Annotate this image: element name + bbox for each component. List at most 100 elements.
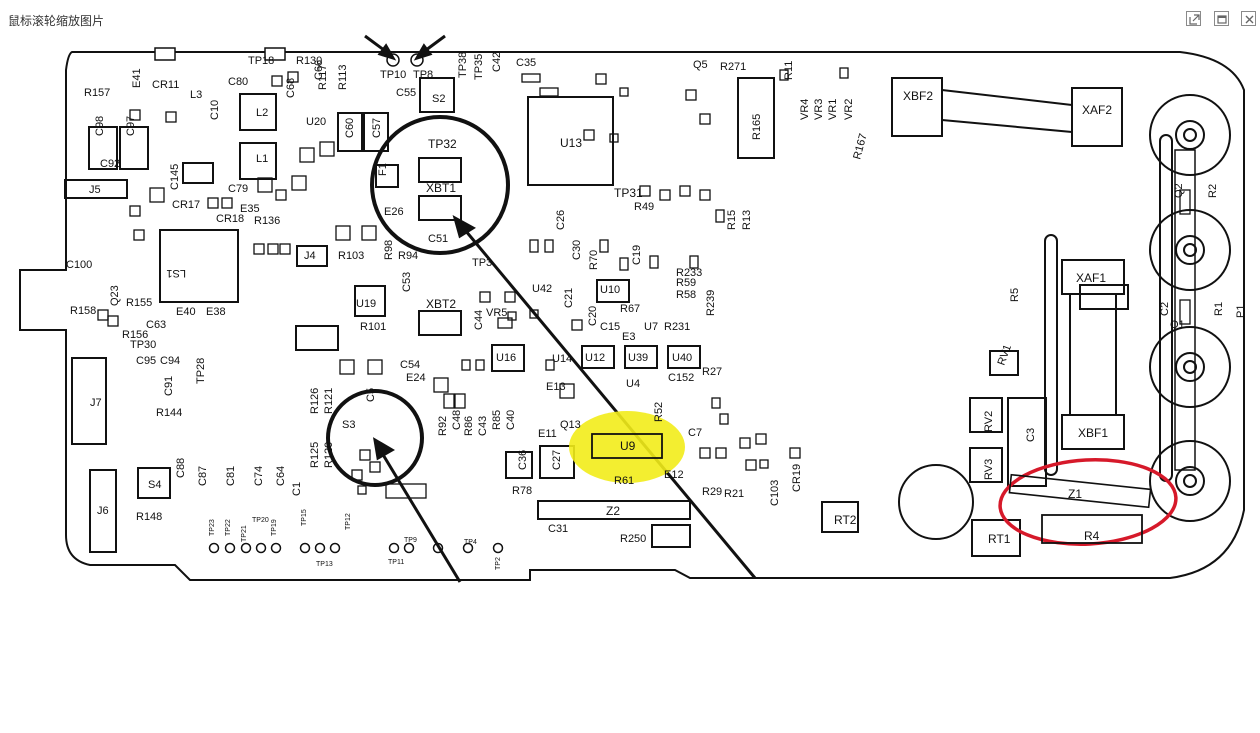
component-label-c43: C43	[477, 416, 489, 436]
smd-pad	[545, 359, 555, 371]
yellow-highlight	[569, 411, 685, 483]
component-label-u9: U9	[620, 439, 636, 453]
component-label-r5: R5	[1009, 288, 1021, 302]
component-label-rt2: RT2	[834, 513, 857, 527]
component-label-r86: R86	[463, 416, 475, 436]
component-label-r27: R27	[702, 366, 722, 378]
component-label-r98: R98	[383, 240, 395, 260]
component-label-tp20: TP20	[252, 517, 269, 524]
component-label-tp19: TP19	[271, 519, 278, 536]
component-label-c2: C2	[1159, 302, 1171, 316]
component-label-tp23: TP23	[209, 519, 216, 536]
component-label-u20: U20	[306, 116, 326, 128]
smd-pad	[479, 291, 491, 303]
smd-pad	[529, 239, 539, 253]
smd-pad	[385, 483, 427, 499]
annotation-arrows	[364, 34, 757, 583]
component-label-r126: R126	[309, 388, 321, 414]
component-label-c55: C55	[396, 87, 416, 99]
smd-pad	[149, 187, 165, 203]
component-label-u19: U19	[356, 298, 376, 310]
component-label-cr17: CR17	[172, 199, 200, 211]
smd-pad	[521, 73, 541, 83]
restore-button[interactable]	[1214, 11, 1229, 26]
component-label-s4: S4	[148, 479, 161, 491]
component-label-xbt2: XBT2	[426, 297, 456, 311]
smd-pad	[339, 359, 355, 375]
component-label-r125: R125	[309, 442, 321, 468]
component-label-e40: E40	[176, 306, 196, 318]
smd-pad	[433, 377, 449, 393]
component-label-u14: U14	[552, 353, 572, 365]
component-label-q13: Q13	[560, 419, 581, 431]
component-label-c48: C48	[451, 410, 463, 430]
smd-pad	[779, 69, 789, 81]
smd-pad	[699, 113, 711, 125]
component-label-r11: R11	[783, 61, 795, 80]
component-label-u16: U16	[496, 352, 516, 364]
component-label-e3: E3	[622, 331, 635, 343]
component-label-f1: F1	[377, 163, 389, 176]
component-label-vr2: VR2	[843, 99, 855, 120]
smd-pad	[739, 437, 751, 449]
component-label-r130: R130	[296, 55, 322, 67]
component-label-c87: C87	[197, 466, 209, 486]
component-label-r70: R70	[588, 250, 600, 270]
component-label-xaf1: XAF1	[1076, 271, 1106, 285]
smd-pad	[475, 359, 485, 371]
smd-pad	[133, 229, 145, 241]
smd-pad	[571, 319, 583, 331]
annotation-circles	[326, 115, 510, 487]
smd-pad	[619, 87, 629, 97]
component-label-tp4: TP4	[464, 539, 477, 546]
smd-pad	[367, 359, 383, 375]
component-label-tp10: TP10	[380, 69, 406, 81]
component-label-rv1: RV1	[996, 343, 1015, 367]
component-label-r120: R120	[323, 442, 335, 468]
smd-pad	[454, 393, 466, 409]
component-label-tp13: TP13	[316, 561, 333, 568]
component-label-s3: S3	[342, 419, 355, 431]
smd-pad	[649, 255, 659, 269]
smd-pad	[319, 141, 335, 157]
component-label-c63: C63	[146, 319, 166, 331]
component-label-c54: C54	[400, 359, 420, 371]
component-label-c7: C7	[688, 427, 702, 439]
smd-pad	[685, 89, 697, 101]
component-label-tp15: TP15	[301, 509, 308, 526]
component-label-e26: E26	[384, 206, 404, 218]
component-label-c60: C60	[344, 118, 356, 138]
component-label-c103: C103	[769, 480, 781, 506]
smd-pad	[207, 197, 219, 209]
window-title: 鼠标滚轮缩放图片	[8, 14, 105, 28]
component-label-r117: R117	[317, 65, 329, 90]
popout-button[interactable]	[1186, 11, 1201, 26]
component-label-r61: R61	[614, 475, 634, 487]
smd-pad	[539, 87, 559, 97]
smd-pad	[711, 397, 721, 409]
component-label-r156: R156	[122, 329, 148, 341]
component-label-tp11: TP11	[388, 559, 404, 566]
component-label-tp3: TP3	[472, 257, 492, 269]
component-label-r59: R59	[676, 277, 696, 289]
component-label-r113: R113	[337, 65, 349, 90]
component-label-xaf2: XAF2	[1082, 103, 1112, 117]
component-label-c66: C66	[313, 60, 325, 80]
component-label-r58: R58	[676, 289, 696, 301]
smd-pad	[107, 315, 119, 327]
close-button[interactable]	[1241, 11, 1256, 26]
smd-pad	[299, 147, 315, 163]
component-label-c10: C10	[209, 100, 221, 120]
component-label-c53: C53	[401, 272, 413, 292]
component-label-tp38: TP38	[457, 52, 469, 78]
component-label-tp32: TP32	[428, 137, 457, 151]
restore-icon	[1217, 15, 1227, 24]
smd-pad	[679, 185, 691, 197]
smd-pad	[287, 71, 299, 83]
component-label-e41: E41	[131, 68, 143, 88]
smd-pad	[609, 133, 619, 143]
smd-pad	[129, 205, 141, 217]
component-label-tp2: TP2	[495, 557, 502, 570]
